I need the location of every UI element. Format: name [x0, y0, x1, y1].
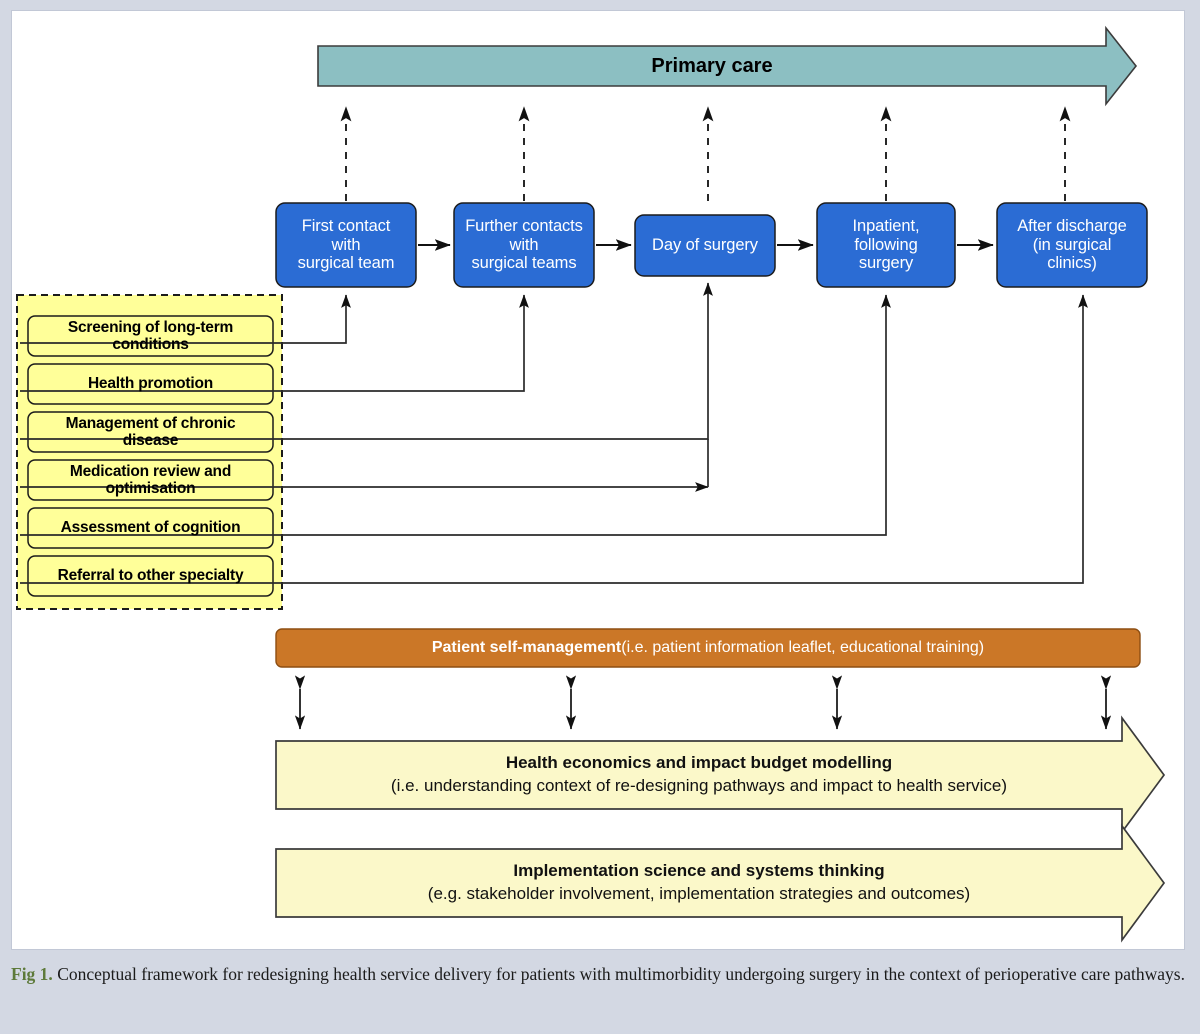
intervention-box-4[interactable]: [27, 459, 274, 501]
link-health-promotion-to-further-contacts: [20, 294, 529, 392]
diagram-canvas: [16, 25, 1166, 943]
intervention-box-3[interactable]: [27, 411, 274, 453]
intervention-box-6[interactable]: [27, 555, 274, 597]
link-referral-to-after-discharge: [20, 294, 1088, 584]
intervention-box-2[interactable]: [27, 363, 274, 405]
figure-panel: Primary care First contact with surgical…: [11, 10, 1185, 950]
self-management-bar[interactable]: [275, 628, 1141, 668]
figure-caption-text: Conceptual framework for redesigning hea…: [52, 964, 1185, 984]
pathway-box-5[interactable]: [996, 202, 1148, 288]
figure-caption: Fig 1. Conceptual framework for redesign…: [11, 962, 1185, 987]
figure-caption-label: Fig 1.: [11, 964, 53, 984]
pathway-box-1[interactable]: [275, 202, 417, 288]
link-cognition-to-inpatient: [20, 294, 891, 536]
primary-care-arrow: [317, 25, 1138, 107]
intervention-box-5[interactable]: [27, 507, 274, 549]
health-economics-band[interactable]: [275, 715, 1166, 835]
intervention-box-1[interactable]: [27, 315, 274, 357]
pathway-box-4[interactable]: [816, 202, 956, 288]
pathway-box-2[interactable]: [453, 202, 595, 288]
pathway-box-3[interactable]: [634, 214, 776, 277]
implementation-science-band[interactable]: [275, 823, 1166, 943]
link-screening-to-first-contact: [20, 294, 351, 344]
